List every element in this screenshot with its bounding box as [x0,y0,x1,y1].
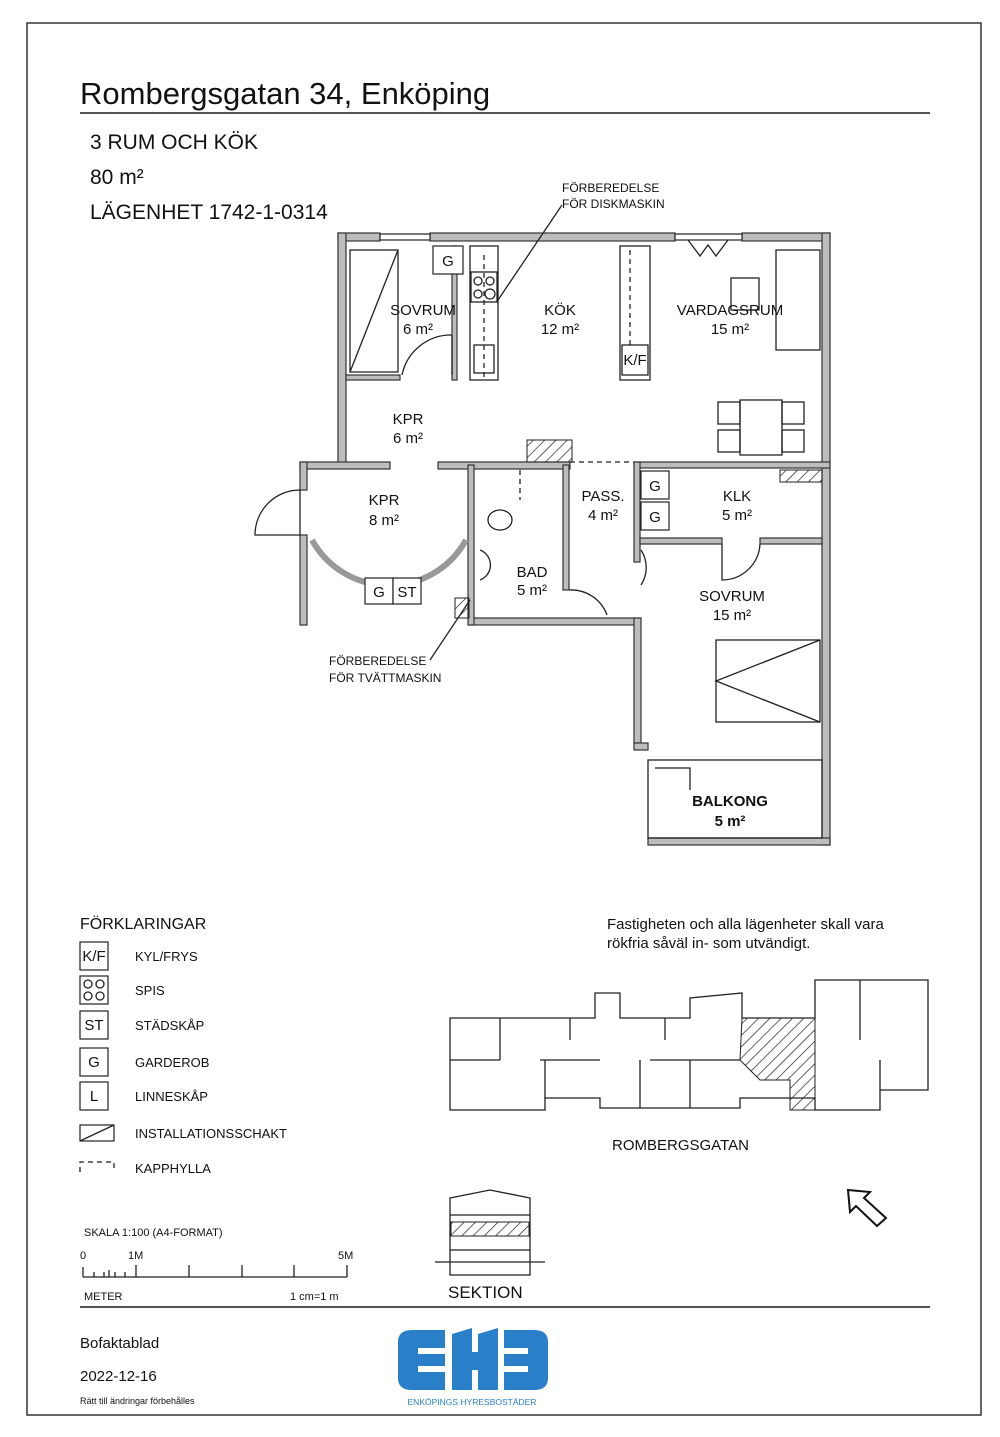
svg-text:FÖR TVÄTTMASKIN: FÖR TVÄTTMASKIN [329,671,441,685]
room-label-klk: KLK 5 m² [722,488,752,524]
svg-text:1 cm=1 m: 1 cm=1 m [290,1291,339,1303]
room-label-pass: PASS. 4 m² [581,488,624,524]
room-label-vardagsrum: VARDAGSRUM 15 m² [677,302,783,338]
page-border [26,22,982,1416]
rooms-summary: 3 RUM OCH KÖK [90,131,258,154]
section-diagram: SEKTION [435,1189,545,1302]
svg-text:INSTALLATIONSSCHAKT: INSTALLATIONSSCHAKT [135,1126,287,1141]
svg-text:4 m²: 4 m² [588,507,618,524]
coat-shelf-icon [79,1161,115,1172]
svg-text:12 m²: 12 m² [541,321,579,338]
ehb-logo: ENKÖPINGS HYRESBOSTÄDER [398,1328,548,1407]
svg-text:BALKONG: BALKONG [692,793,768,810]
no-smoking-notice-line1: Fastigheten och alla lägenheter skall va… [607,916,884,933]
svg-text:6 m²: 6 m² [403,321,433,338]
linen-closet-icon [79,1081,109,1111]
svg-text:FÖRBEREDELSE: FÖRBEREDELSE [329,654,426,668]
svg-text:GARDEROB: GARDEROB [135,1055,209,1070]
svg-text:5 m²: 5 m² [715,813,746,830]
svg-text:KÖK: KÖK [544,301,576,319]
svg-text:FÖR DISKMASKIN: FÖR DISKMASKIN [562,197,665,211]
page-title: Rombergsgatan 34, Enköping [80,76,490,111]
svg-text:K/F: K/F [623,352,646,369]
north-arrow-icon [846,1188,888,1228]
floor-plan: G K/F FÖRBEREDELSE FÖR DISKMASKIN G ST [254,181,831,846]
svg-text:5 m²: 5 m² [722,507,752,524]
svg-text:KPR: KPR [369,492,400,509]
svg-text:FÖRBEREDELSE: FÖRBEREDELSE [562,181,659,195]
svg-text:METER: METER [84,1291,123,1303]
svg-text:ST: ST [84,1017,103,1034]
room-label-kpr-6: KPR 6 m² [393,411,424,447]
svg-text:SKALA 1:100 (A4-FORMAT): SKALA 1:100 (A4-FORMAT) [84,1227,223,1239]
svg-text:1M: 1M [128,1250,143,1262]
wardrobe-icon [79,1047,109,1077]
no-smoking-notice-line2: rökfria såväl in- som utvändigt. [607,935,810,952]
svg-text:KAPPHYLLA: KAPPHYLLA [135,1161,211,1176]
svg-text:15 m²: 15 m² [713,607,751,624]
legend: FÖRKLARINGAR K/F KYL/FRYS SPIS ST STÄDSK… [79,915,287,1176]
svg-text:SOVRUM: SOVRUM [390,302,456,319]
section-label: SEKTION [448,1283,523,1302]
fridge-icon [79,941,109,971]
svg-text:G: G [88,1054,100,1071]
document-type: Bofaktablad [80,1335,159,1352]
svg-text:BAD: BAD [517,564,548,581]
svg-text:SPIS: SPIS [135,983,165,998]
svg-text:5M: 5M [338,1250,353,1262]
svg-text:STÄDSKÅP: STÄDSKÅP [135,1018,204,1033]
svg-text:KYL/FRYS: KYL/FRYS [135,949,198,964]
svg-text:6 m²: 6 m² [393,430,423,447]
svg-text:SOVRUM: SOVRUM [699,588,765,605]
svg-text:LINNESKÅP: LINNESKÅP [135,1089,208,1104]
svg-text:G: G [373,584,385,601]
street-name: ROMBERGSGATAN [612,1137,749,1154]
document-date: 2022-12-16 [80,1368,157,1385]
svg-text:ST: ST [397,584,416,601]
svg-text:0: 0 [80,1250,86,1262]
svg-text:G: G [649,509,661,526]
scale-bar: SKALA 1:100 (A4-FORMAT) 0 1M 5M METER 1 … [80,1227,353,1303]
svg-text:G: G [442,253,454,270]
svg-text:KLK: KLK [723,488,751,505]
installation-shaft-icon [79,1124,115,1142]
legend-title: FÖRKLARINGAR [80,915,206,933]
apartment-number: LÄGENHET 1742-1-0314 [90,201,328,224]
stove-icon [79,975,109,1005]
svg-text:KPR: KPR [393,411,424,428]
room-label-kpr-8: KPR 8 m² [369,492,400,529]
disclaimer: Rätt till ändringar förbehålles [80,1396,195,1406]
svg-text:PASS.: PASS. [581,488,624,505]
room-label-kok: KÖK 12 m² [541,301,579,338]
logo-subtitle: ENKÖPINGS HYRESBOSTÄDER [408,1397,537,1407]
apartment-area: 80 m² [90,166,144,189]
svg-text:G: G [649,478,661,495]
svg-text:5 m²: 5 m² [517,582,547,599]
svg-text:K/F: K/F [82,948,105,965]
svg-text:8 m²: 8 m² [369,512,399,529]
svg-text:VARDAGSRUM: VARDAGSRUM [677,302,783,319]
svg-text:L: L [90,1088,98,1105]
site-plan: ROMBERGSGATAN [449,979,929,1228]
svg-text:15 m²: 15 m² [711,321,749,338]
room-label-balkong: BALKONG 5 m² [692,793,768,830]
room-label-sovrum-large: SOVRUM 15 m² [699,588,765,624]
cleaning-closet-icon [79,1010,109,1040]
room-label-sovrum-small: SOVRUM 6 m² [390,302,456,338]
